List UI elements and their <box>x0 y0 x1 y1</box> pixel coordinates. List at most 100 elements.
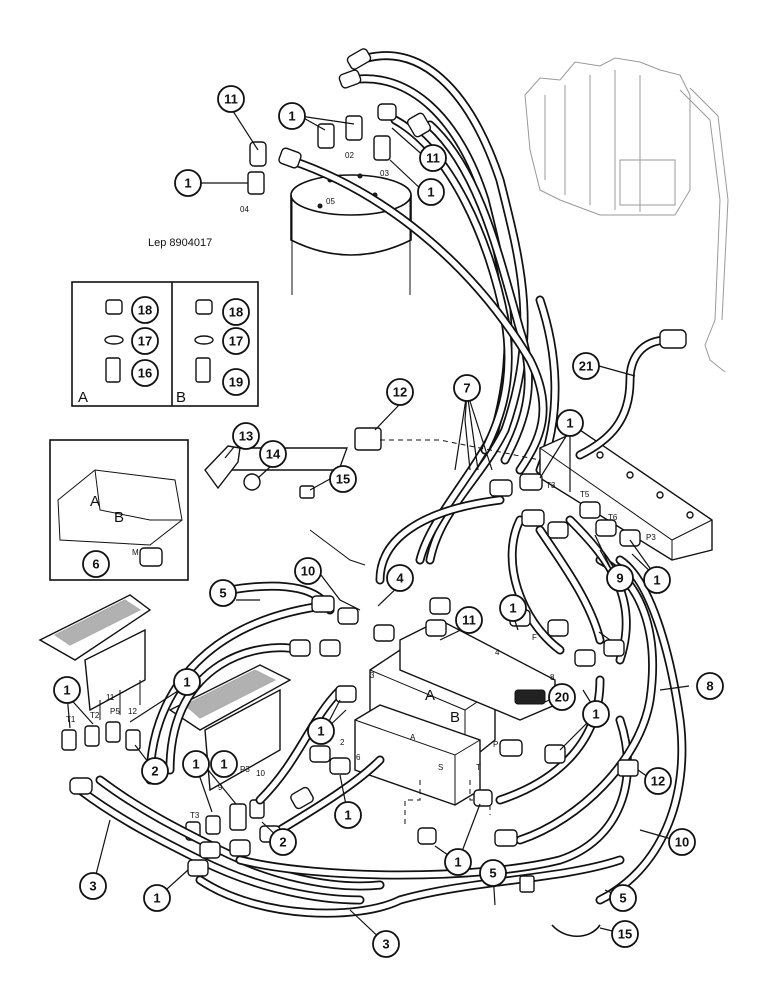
svg-text:17: 17 <box>138 334 152 349</box>
port-t6-label: T6 <box>608 513 618 522</box>
callout-18-a: 18 <box>131 296 159 324</box>
callout-15-bottom: 15 <box>611 920 639 948</box>
callout-21: 21 <box>572 352 600 380</box>
svg-text:17: 17 <box>229 334 243 349</box>
svg-text:1: 1 <box>63 683 70 698</box>
pedal-port-t2-label: T2 <box>90 711 100 720</box>
callout-15-top: 15 <box>329 465 357 493</box>
svg-text:5: 5 <box>489 866 496 881</box>
callout-1-top-c: 1 <box>417 178 445 206</box>
block-port-3-label: 3 <box>370 671 375 680</box>
callout-12-top: 12 <box>386 378 414 406</box>
callout-1-top-a: 1 <box>278 102 306 130</box>
block-port-s-label: S <box>438 763 443 772</box>
callout-1-pedal2-a: 1 <box>182 750 210 778</box>
svg-text:3: 3 <box>89 879 96 894</box>
svg-text:11: 11 <box>426 151 440 166</box>
callout-1-block-right: 1 <box>582 700 610 728</box>
callout-1-block-top: 1 <box>499 594 527 622</box>
svg-text:1: 1 <box>344 808 351 823</box>
block-port-p-label: P <box>493 740 498 749</box>
inset-block-a-label: A <box>90 493 100 510</box>
central-valve-block <box>354 619 556 806</box>
callout-1-block-left: 1 <box>307 717 335 745</box>
svg-text:1: 1 <box>427 185 434 200</box>
svg-text:12: 12 <box>651 774 665 789</box>
inset-hardware-detail <box>71 281 259 407</box>
block-port-2-label: 2 <box>340 738 345 747</box>
callout-8: 8 <box>696 672 724 700</box>
swivel-cylinder <box>290 173 412 295</box>
callout-7: 7 <box>453 374 481 402</box>
svg-text:2: 2 <box>279 835 286 850</box>
callout-17-b: 17 <box>222 327 250 355</box>
callout-5-bottom: 5 <box>479 859 507 887</box>
port-p3-label: P3 <box>646 533 656 542</box>
pedal-port-p5-label: P5 <box>110 707 120 716</box>
callout-9: 9 <box>606 564 634 592</box>
svg-text:7: 7 <box>463 381 470 396</box>
callout-10-top: 10 <box>294 557 322 585</box>
callout-20: 20 <box>548 683 576 711</box>
callout-1-lower-center: 1 <box>444 848 472 876</box>
port-04-label: 04 <box>240 205 249 214</box>
pedal-port-p3-label: P3 <box>240 765 250 774</box>
callout-11-block: 11 <box>455 606 483 634</box>
port-t3-label: T3 <box>546 481 556 490</box>
port-03-label: 03 <box>380 169 389 178</box>
callout-1-manifold-right: 1 <box>643 566 671 594</box>
lower-fittings <box>69 473 641 893</box>
callout-12-right: 12 <box>644 767 672 795</box>
port-02-label: 02 <box>345 151 354 160</box>
callout-6: 6 <box>82 550 110 578</box>
pedal-port-9-label: 9 <box>218 783 223 792</box>
svg-text:14: 14 <box>266 447 281 462</box>
svg-text:2: 2 <box>151 764 158 779</box>
pedal-port-12-label: 12 <box>128 707 137 716</box>
svg-text:11: 11 <box>462 613 476 628</box>
svg-text:16: 16 <box>138 366 152 381</box>
callout-2-right: 2 <box>269 828 297 856</box>
svg-text:1: 1 <box>183 675 190 690</box>
svg-text:1: 1 <box>566 416 573 431</box>
block-port-6-label: 6 <box>356 753 361 762</box>
svg-text:15: 15 <box>336 472 350 487</box>
callout-3-left: 3 <box>79 872 107 900</box>
callout-5-right: 5 <box>609 884 637 912</box>
callout-1-block-bottom: 1 <box>334 801 362 829</box>
svg-text:1: 1 <box>592 707 599 722</box>
svg-text:13: 13 <box>239 429 253 444</box>
callout-13: 13 <box>232 422 260 450</box>
inset-port-m-detail <box>49 439 189 581</box>
callout-11-top-right: 11 <box>419 144 447 172</box>
svg-text:1: 1 <box>192 757 199 772</box>
callout-1-lower-left: 1 <box>143 884 171 912</box>
block-port-a2-label: A <box>410 733 416 742</box>
svg-text:21: 21 <box>579 359 593 374</box>
callout-1-top-b: 1 <box>174 169 202 197</box>
pedal-port-10-label: 10 <box>256 769 265 778</box>
inset-port-m-label: M <box>132 548 139 557</box>
svg-text:1: 1 <box>509 601 516 616</box>
block-port-b-label: B <box>450 709 460 726</box>
block-port-8-label: 8 <box>550 673 555 682</box>
port-t5-label: T5 <box>580 490 590 499</box>
svg-text:1: 1 <box>153 891 160 906</box>
svg-text:19: 19 <box>229 375 243 390</box>
pedal-valve-left <box>38 594 152 720</box>
svg-text:1: 1 <box>653 573 660 588</box>
callout-1-manifold: 1 <box>556 409 584 437</box>
callout-11-top-left: 11 <box>217 85 245 113</box>
callout-18-b: 18 <box>222 298 250 326</box>
inset-block-b-label: B <box>114 509 124 526</box>
svg-text:10: 10 <box>675 835 689 850</box>
callout-2-left: 2 <box>141 757 169 785</box>
svg-text:4: 4 <box>396 571 404 586</box>
block-port-t-label: T <box>476 763 481 772</box>
svg-text:8: 8 <box>706 679 713 694</box>
callout-16: 16 <box>131 359 159 387</box>
svg-text:18: 18 <box>138 303 152 318</box>
inset-label-a: A <box>78 389 88 406</box>
clamp-parts <box>204 445 601 938</box>
